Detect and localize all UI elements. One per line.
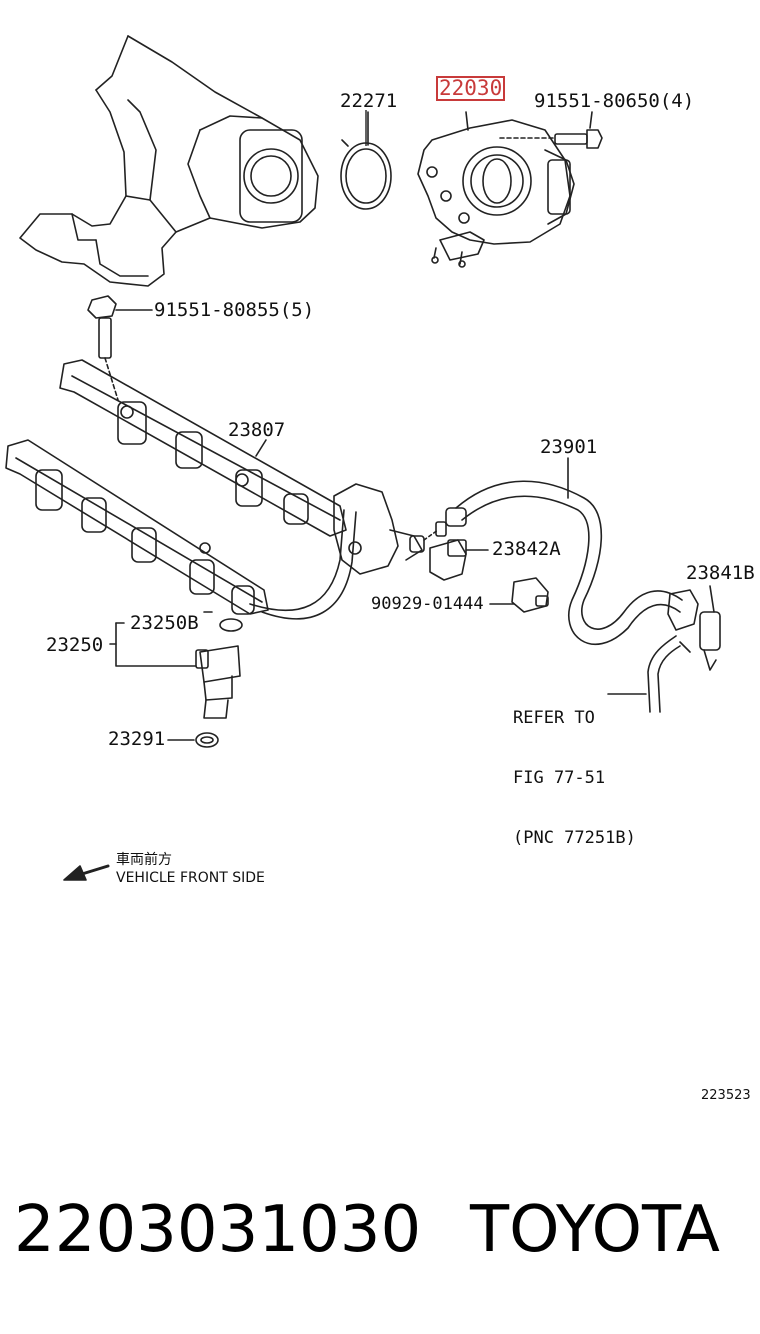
label-23291[interactable]: 23291 — [108, 728, 166, 750]
footer-brand: TOYOTA — [470, 1193, 720, 1267]
vehicle-front-jp: 車両前方 — [116, 852, 172, 868]
label-90929-01444[interactable]: 90929-01444 — [371, 594, 484, 614]
clip-23841B — [667, 585, 721, 671]
refer-note: REFER TO FIG 77-51 (PNC 77251B) — [513, 668, 636, 868]
fuel-hose-23901 — [445, 457, 683, 646]
bolt-91551-80650 — [499, 111, 603, 149]
label-23250B[interactable]: 23250B — [130, 612, 199, 634]
bolt-91551-80855 — [87, 295, 153, 401]
fuel-rail-23807 — [59, 359, 447, 575]
clip-90929-01444 — [489, 577, 549, 613]
hose-refer-fig-77-51 — [607, 635, 681, 713]
clip-23842A — [429, 539, 489, 581]
refer-line-2: FIG 77-51 — [513, 768, 606, 788]
refer-line-1: REFER TO — [513, 708, 595, 728]
label-23250[interactable]: 23250 — [46, 634, 104, 656]
o-ring-23291 — [167, 732, 219, 748]
injector-23250 — [109, 611, 243, 719]
intake-manifold — [19, 35, 319, 287]
fuel-rail-lower — [5, 439, 357, 620]
figure-number: 223523 — [701, 1088, 751, 1103]
vehicle-front-en: VEHICLE FRONT SIDE — [116, 870, 265, 886]
label-23841B[interactable]: 23841B — [686, 562, 755, 584]
label-91551-80855[interactable]: 91551-80855(5) — [154, 299, 315, 321]
refer-line-3: (PNC 77251B) — [513, 828, 636, 848]
label-22271[interactable]: 22271 — [340, 90, 398, 112]
label-23901[interactable]: 23901 — [540, 436, 598, 458]
vehicle-front-note: 車両前方 VEHICLE FRONT SIDE — [116, 851, 265, 887]
label-91551-80650[interactable]: 91551-80650(4) — [534, 90, 695, 112]
footer-part-number: 2203031030 — [14, 1193, 422, 1267]
label-22030-highlighted[interactable]: 22030 — [436, 76, 506, 101]
front-arrow-icon — [63, 864, 110, 881]
label-23842A[interactable]: 23842A — [492, 538, 561, 560]
label-23807[interactable]: 23807 — [228, 419, 286, 441]
throttle-body-22030 — [417, 111, 575, 268]
